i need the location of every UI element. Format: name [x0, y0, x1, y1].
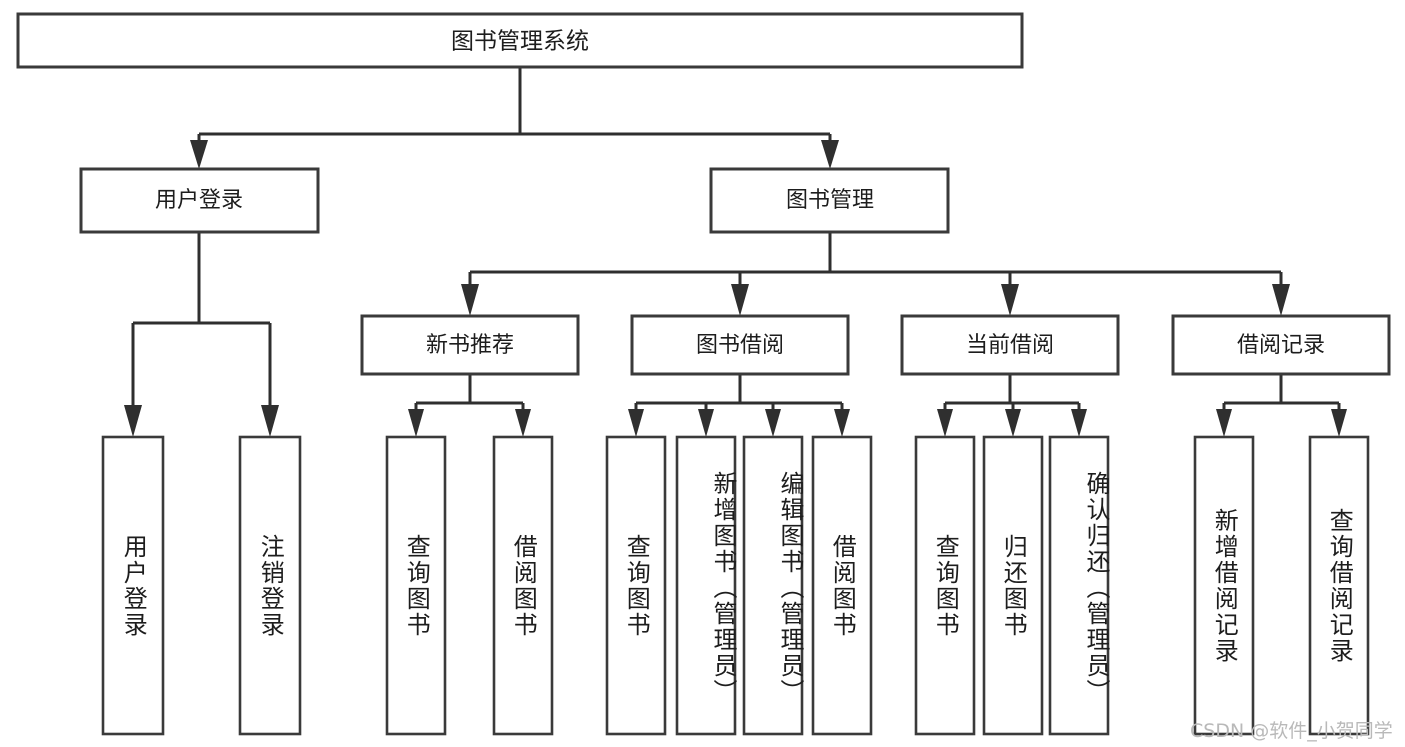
node-root-label: 图书管理系统	[451, 29, 589, 55]
arrow-to-book-manage	[821, 140, 839, 169]
node-book-borrow-label: 图书借阅	[696, 333, 784, 358]
arrow-to-leaf-query-book-1	[408, 409, 424, 437]
node-new-book-recommend-label: 新书推荐	[426, 333, 514, 358]
edges-book-manage-to-level3	[461, 232, 1290, 316]
node-book-borrow[interactable]: 图书借阅	[630, 314, 850, 376]
node-user-login[interactable]: 用户登录	[79, 167, 320, 234]
edges-root-to-level2	[190, 67, 839, 169]
edges-borrow-record-to-leaves	[1216, 374, 1347, 437]
arrow-to-leaf-edit-book	[765, 409, 781, 437]
node-borrow-record-label: 借阅记录	[1237, 333, 1325, 358]
leaf-confirm-return-box[interactable]	[1048, 435, 1110, 736]
node-user-login-label: 用户登录	[155, 188, 243, 213]
node-book-borrow-box[interactable]	[630, 314, 850, 376]
leaf-logout-login-box[interactable]	[238, 435, 302, 736]
csdn-watermark: CSDN @软件_小贺同学	[1190, 720, 1393, 742]
arrow-to-leaf-logout-login	[261, 405, 279, 437]
node-book-manage-label: 图书管理	[786, 188, 874, 213]
arrow-to-leaf-user-login	[124, 405, 142, 437]
arrow-to-book-borrow	[731, 284, 749, 316]
edges-user-login-to-leaves	[124, 232, 279, 437]
arrow-to-leaf-add-book	[698, 409, 714, 437]
node-current-borrow-label: 当前借阅	[966, 333, 1054, 358]
node-borrow-record-box[interactable]	[1171, 314, 1391, 376]
node-new-book-recommend[interactable]: 新书推荐	[360, 314, 580, 376]
arrow-to-leaf-confirm-return	[1071, 409, 1087, 437]
arrow-to-leaf-query-book-2	[628, 409, 644, 437]
edges-new-book-recommend-to-leaves	[408, 374, 531, 437]
node-user-login-box[interactable]	[79, 167, 320, 234]
leaf-borrow-book-1-box[interactable]	[492, 435, 554, 736]
edges-book-borrow-to-leaves	[628, 374, 850, 437]
leaf-edit-book-box[interactable]	[742, 435, 804, 736]
leaf-query-book-1-box[interactable]	[385, 435, 447, 736]
leaf-user-login-box[interactable]	[101, 435, 165, 736]
node-current-borrow-box[interactable]	[900, 314, 1120, 376]
leaf-query-book-2-box[interactable]	[605, 435, 667, 736]
node-current-borrow[interactable]: 当前借阅	[900, 314, 1120, 376]
leaf-query-record-box[interactable]	[1308, 435, 1370, 736]
node-new-book-recommend-box[interactable]	[360, 314, 580, 376]
arrow-to-user-login	[190, 140, 208, 169]
leaf-boxes	[101, 435, 1370, 736]
node-root-box[interactable]	[16, 12, 1024, 69]
leaf-query-book-3-box[interactable]	[914, 435, 976, 736]
arrow-to-leaf-borrow-book-2	[834, 409, 850, 437]
node-book-manage-box[interactable]	[709, 167, 950, 234]
node-book-manage[interactable]: 图书管理	[709, 167, 950, 234]
leaf-add-record-box[interactable]	[1193, 435, 1255, 736]
leaf-add-book-box[interactable]	[675, 435, 737, 736]
arrow-to-new-book-recommend	[461, 284, 479, 316]
arrow-to-leaf-return-book	[1005, 409, 1021, 437]
arrow-to-leaf-add-record	[1216, 409, 1232, 437]
arrow-to-leaf-borrow-book-1	[515, 409, 531, 437]
arrow-to-current-borrow	[1001, 284, 1019, 316]
arrow-to-leaf-query-record	[1331, 409, 1347, 437]
leaf-borrow-book-2-box[interactable]	[811, 435, 873, 736]
arrow-to-leaf-query-book-3	[937, 409, 953, 437]
edges-current-borrow-to-leaves	[937, 374, 1087, 437]
node-borrow-record[interactable]: 借阅记录	[1171, 314, 1391, 376]
node-root[interactable]: 图书管理系统	[16, 12, 1024, 69]
leaf-return-book-box[interactable]	[982, 435, 1044, 736]
arrow-to-borrow-record	[1272, 284, 1290, 316]
